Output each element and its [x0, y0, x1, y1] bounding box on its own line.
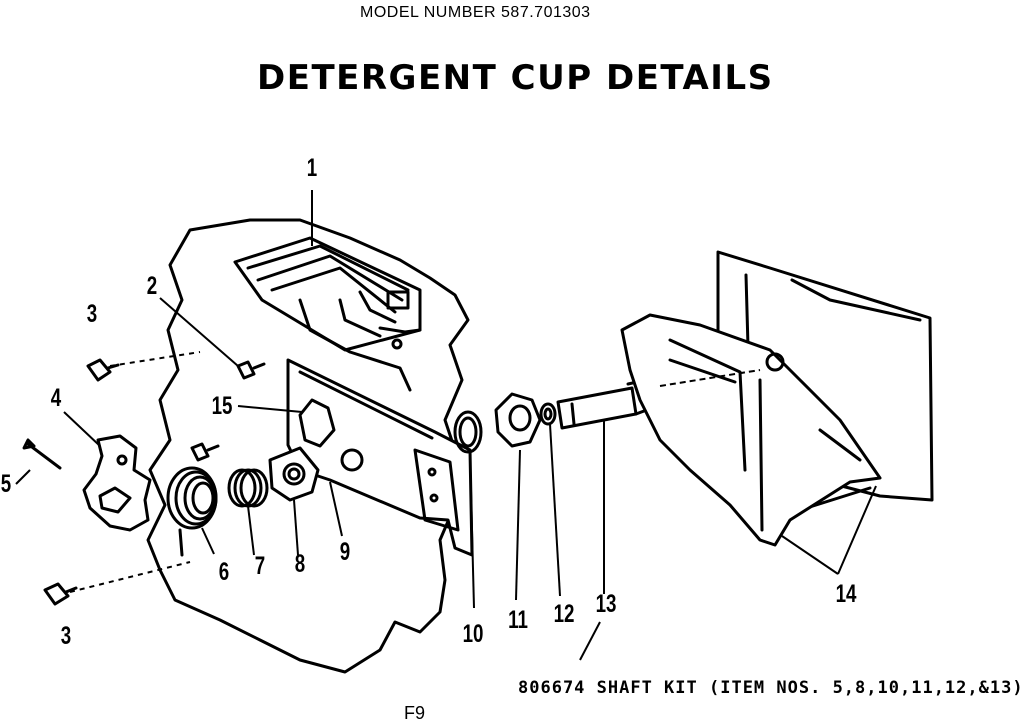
- callout-6: 6: [218, 558, 230, 586]
- callout-7: 7: [254, 552, 266, 580]
- leader-3-upper: [109, 351, 201, 367]
- leader-9: [329, 481, 343, 537]
- leader-7: [247, 505, 255, 556]
- leader-cup-axis: [659, 369, 761, 387]
- callout-3-upper: 3: [86, 300, 98, 328]
- callout-10: 10: [462, 620, 484, 648]
- diagram-title: DETERGENT CUP DETAILS: [257, 58, 774, 98]
- callout-2: 2: [146, 272, 158, 300]
- leader-15: [237, 405, 303, 413]
- callout-8: 8: [294, 550, 306, 578]
- leader-12: [549, 423, 561, 597]
- callout-9: 9: [339, 538, 351, 566]
- callout-3-lower: 3: [60, 622, 72, 650]
- part-3-screw-lower: [43, 582, 78, 606]
- callout-14: 14: [835, 580, 857, 608]
- callout-15: 15: [211, 392, 233, 420]
- leader-6: [201, 527, 215, 555]
- part-3-screw-upper: [86, 358, 120, 382]
- callout-11: 11: [508, 606, 528, 634]
- shaft-kit-note: 806674 SHAFT KIT (ITEM NOS. 5,8,10,11,12…: [518, 678, 1024, 698]
- leader-kit: [579, 621, 601, 661]
- leader-3-lower: [69, 561, 191, 593]
- part-11-crank: [494, 392, 542, 448]
- drawing-code: F9: [404, 703, 426, 723]
- callout-12: 12: [553, 600, 575, 628]
- leader-5: [15, 469, 31, 485]
- part-5-pin: [22, 438, 62, 470]
- leader-8: [293, 499, 299, 556]
- part-4-latch: [82, 434, 152, 532]
- part-10-seal: [453, 410, 483, 454]
- leader-11: [515, 449, 521, 601]
- callout-4: 4: [50, 384, 62, 412]
- part-12-washer: [539, 402, 557, 426]
- part-2-screw: [236, 360, 266, 380]
- leader-4: [63, 411, 101, 447]
- leader-10: [469, 451, 475, 609]
- callout-1: 1: [306, 154, 318, 182]
- model-number: MODEL NUMBER 587.701303: [360, 4, 591, 21]
- part-9-mounting-plate: [286, 358, 474, 557]
- part-8-bushing: [268, 446, 320, 502]
- exploded-parts-diagram: [15, 190, 934, 674]
- part-1-cup-housing: [233, 236, 422, 392]
- leader-14: [781, 485, 877, 575]
- door-panel-outline: [146, 218, 470, 674]
- part-7-spring: [227, 468, 269, 508]
- small-screw: [190, 442, 220, 462]
- part-15-pin: [298, 398, 336, 448]
- callout-13: 13: [595, 590, 617, 618]
- leader-2: [159, 297, 239, 367]
- callout-5: 5: [0, 470, 12, 498]
- part-6-spring: [166, 466, 218, 557]
- part-14-cup: [620, 313, 882, 547]
